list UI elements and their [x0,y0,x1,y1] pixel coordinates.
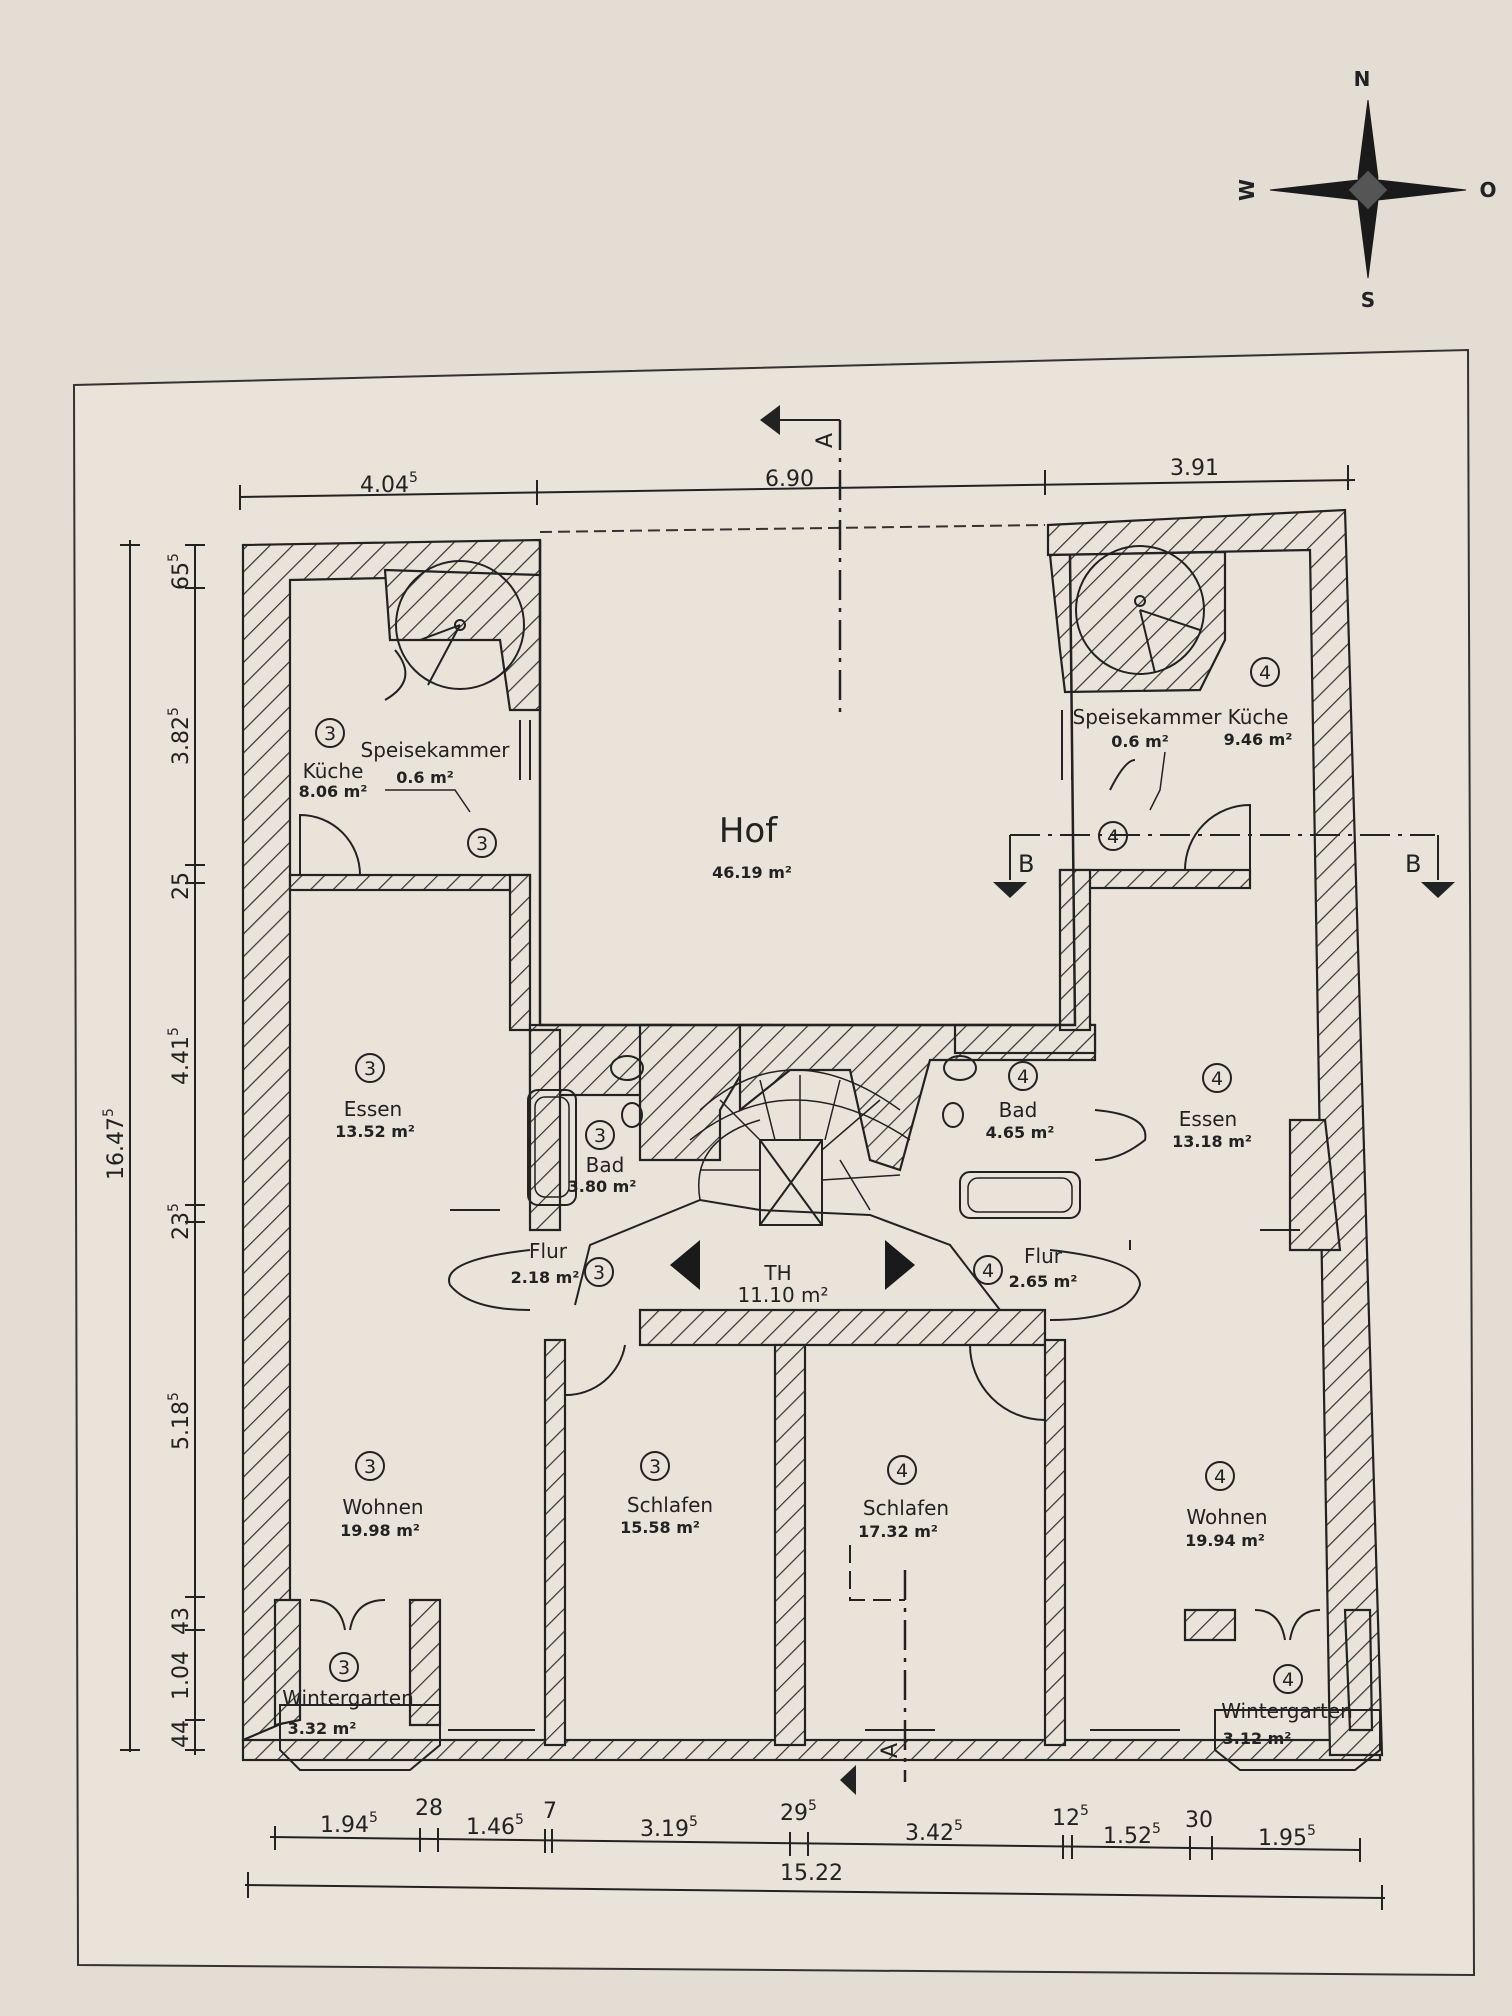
svg-text:16.475: 16.475 [101,1108,129,1180]
schlafen3-area: 15.58 m² [620,1518,700,1537]
kueche3-area: 8.06 m² [299,782,368,801]
wohnen3-area: 19.98 m² [340,1521,420,1540]
svg-text:655: 655 [166,553,194,590]
winter4-name: Wintergarten [1221,1699,1353,1723]
dims-bottom: 1.945 28 1.465 7 3.195 295 3.425 125 1.5… [320,1796,1316,1886]
essen4-area: 13.18 m² [1172,1132,1252,1151]
svg-text:1.945: 1.945 [320,1810,378,1838]
winter4-num: 4 [1282,1669,1294,1691]
svg-text:295: 295 [780,1798,817,1826]
speise4-num: 4 [1107,826,1119,848]
essen3-name: Essen [344,1097,402,1121]
hof-area: 46.19 m² [712,863,792,882]
bad3-num: 3 [594,1125,606,1147]
svg-text:15.22: 15.22 [780,1861,843,1886]
compass-w: W [1235,179,1259,201]
svg-text:235: 235 [166,1203,194,1240]
winter3-num: 3 [338,1657,350,1679]
bad4-area: 4.65 m² [986,1123,1055,1142]
kueche3-num: 3 [324,723,336,745]
speise4-area: 0.6 m² [1111,732,1169,751]
schlafen4-name: Schlafen [863,1496,949,1520]
dim-top-2: 6.90 [765,467,814,492]
svg-text:25: 25 [169,872,194,900]
essen3-num: 3 [364,1058,376,1080]
svg-text:30: 30 [1185,1808,1213,1833]
kueche4-name: Küche [1228,705,1289,729]
winter3-area: 3.32 m² [288,1719,357,1738]
dim-top-1: 4.045 [360,470,418,498]
bad3-area: 3.80 m² [568,1177,637,1196]
svg-text:3.825: 3.825 [166,707,194,765]
wohnen4-num: 4 [1214,1466,1226,1488]
kueche3-name: Küche [303,759,364,783]
section-b-left: B [1018,850,1034,878]
dim-top-3: 3.91 [1170,456,1219,481]
flur3-name: Flur [529,1239,568,1263]
flur4-area: 2.65 m² [1009,1272,1078,1291]
svg-text:44: 44 [169,1720,194,1748]
svg-text:3.195: 3.195 [640,1814,698,1842]
compass-e: O [1479,178,1496,202]
toilet-4 [943,1055,977,1081]
speise4-name: Speisekammer [1073,705,1223,729]
section-b-right: B [1405,850,1421,878]
svg-text:3.425: 3.425 [905,1818,963,1846]
compass-n: N [1354,67,1371,91]
winter4-area: 3.12 m² [1223,1729,1292,1748]
speise3-num: 3 [476,833,488,855]
bad3-name: Bad [586,1153,625,1177]
svg-text:1.04: 1.04 [169,1651,194,1700]
svg-text:28: 28 [415,1796,443,1821]
walls [241,508,1384,1762]
svg-text:125: 125 [1052,1803,1089,1831]
essen4-name: Essen [1179,1107,1237,1131]
toilet-3 [610,1055,644,1081]
arrow-right-icon [885,1240,915,1290]
speise3-name: Speisekammer [361,738,511,762]
schlafen3-name: Schlafen [627,1493,713,1517]
flur4-num: 4 [982,1260,994,1282]
compass-s: S [1361,288,1375,312]
schlafen4-area: 17.32 m² [858,1522,938,1541]
svg-text:43: 43 [169,1607,194,1635]
bad4-num: 4 [1017,1066,1029,1088]
flur3-area: 2.18 m² [511,1268,580,1287]
svg-text:1.465: 1.465 [466,1812,524,1840]
flur3-num: 3 [593,1262,605,1284]
wohnen3-name: Wohnen [342,1495,423,1519]
dims-left: 655 3.825 25 4.415 235 5.185 43 1.04 44 … [101,553,194,1748]
svg-text:7: 7 [543,1799,557,1824]
svg-text:1.955: 1.955 [1258,1823,1316,1851]
svg-text:1.525: 1.525 [1103,1821,1161,1849]
winter3-name: Wintergarten [282,1686,414,1710]
essen4-num: 4 [1211,1068,1223,1090]
essen3-area: 13.52 m² [335,1122,415,1141]
section-a-top: A [813,433,838,448]
bad4-name: Bad [999,1098,1038,1122]
paper-sheet [72,348,1476,1977]
kueche4-area: 9.46 m² [1224,730,1293,749]
schlafen4-num: 4 [896,1460,908,1482]
wohnen3-num: 3 [364,1456,376,1478]
bathtub-3 [527,1089,577,1206]
th-name: TH [763,1261,791,1285]
th-area: 11.10 m² [737,1283,828,1307]
compass-rose [1269,99,1467,279]
section-a-bottom: A [878,1743,903,1758]
svg-text:4.415: 4.415 [166,1027,194,1085]
bathtub-4 [959,1171,1081,1219]
kueche4-num: 4 [1259,662,1271,684]
wohnen4-name: Wohnen [1186,1505,1267,1529]
speise3-area: 0.6 m² [396,768,454,787]
arrow-left-icon [670,1240,700,1290]
svg-text:5.185: 5.185 [166,1392,194,1450]
wohnen4-area: 19.94 m² [1185,1531,1265,1550]
hof-label: Hof [719,811,778,851]
flur4-name: Flur [1024,1244,1063,1268]
schlafen3-num: 3 [649,1456,661,1478]
